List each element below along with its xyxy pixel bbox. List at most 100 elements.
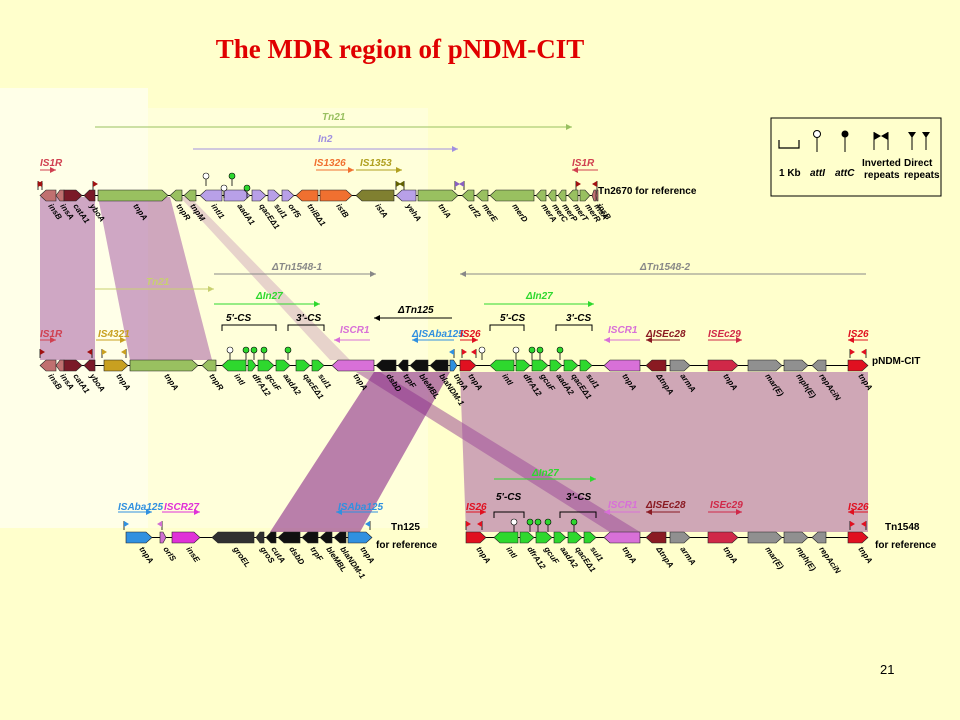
gene-arrow xyxy=(847,359,869,372)
gene-arrow xyxy=(183,189,197,202)
gene-arrow xyxy=(465,531,487,544)
cs-bracket xyxy=(221,324,277,331)
attc-icon xyxy=(841,130,849,138)
gene-label: orIS xyxy=(161,545,178,563)
element-label: ΔTn125 xyxy=(397,305,434,316)
gene-arrow xyxy=(603,359,641,372)
legend-atti-label: attI xyxy=(810,168,825,179)
gene-arrow xyxy=(707,531,739,544)
element-span-head xyxy=(412,337,418,343)
gene-arrow xyxy=(201,359,217,372)
gene-arrow xyxy=(211,531,255,544)
repeat-flag xyxy=(40,349,45,355)
gene-label: groEL xyxy=(231,544,252,569)
gene-arrow xyxy=(355,189,395,202)
element-span-head xyxy=(334,337,340,343)
element-span-head xyxy=(604,509,610,515)
gene-arrow xyxy=(409,359,429,372)
element-span-head xyxy=(646,509,652,515)
gene-arrow xyxy=(449,359,458,372)
gene-arrow xyxy=(265,531,277,544)
gene-label: intI xyxy=(504,545,519,561)
gene-arrow xyxy=(515,359,531,372)
gene-arrow xyxy=(333,531,347,544)
legend-inverted-2: repeats xyxy=(864,170,900,181)
gene-label: tnpA xyxy=(856,545,874,565)
cs-bracket xyxy=(559,511,597,518)
element-label: IS1R xyxy=(572,158,595,169)
gene-arrow xyxy=(567,189,579,202)
repeat-flag xyxy=(102,349,107,355)
repeat-flag xyxy=(861,521,866,527)
legend-direct-2: repeats xyxy=(904,170,940,181)
element-span-head xyxy=(472,337,478,343)
repeat-flag xyxy=(399,181,404,187)
cs-bracket xyxy=(493,511,525,518)
gene-arrow xyxy=(669,359,691,372)
attc-marker xyxy=(284,346,292,354)
gene-arrow xyxy=(267,189,281,202)
element-span-head xyxy=(590,476,596,482)
gene-arrow xyxy=(579,359,593,372)
element-label: ΔIn27 xyxy=(525,291,553,302)
gene-arrow xyxy=(125,531,153,544)
gene-arrow xyxy=(257,359,275,372)
attc-marker xyxy=(242,346,250,354)
repeat-flag xyxy=(576,181,581,187)
element-span-head xyxy=(572,167,578,173)
gene-label: insE xyxy=(184,545,201,565)
gene-arrow xyxy=(63,189,83,202)
gene-arrow xyxy=(169,189,183,202)
gene-arrow xyxy=(783,531,809,544)
atti-marker xyxy=(478,346,486,354)
gene-arrow xyxy=(591,189,597,202)
repeat-flag xyxy=(93,181,98,187)
gene-arrow xyxy=(547,189,557,202)
attc-marker xyxy=(243,184,251,192)
gene-arrow xyxy=(397,359,409,372)
attc-marker xyxy=(260,346,268,354)
gene-label: urf2 xyxy=(466,202,482,220)
element-label: ISCR1 xyxy=(340,325,370,336)
repeat-flag xyxy=(466,521,471,527)
gene-arrow xyxy=(295,359,311,372)
inverted-repeats-icon xyxy=(873,132,889,150)
ribbon-tnp xyxy=(98,197,212,360)
track-name-sub: for reference xyxy=(875,540,937,551)
track-name: pNDM-CIT xyxy=(872,356,920,367)
direct-repeats-icon xyxy=(908,132,930,150)
gene-arrow xyxy=(461,189,475,202)
gene-arrow xyxy=(199,189,223,202)
gene-arrow xyxy=(645,531,667,544)
element-label: ISEc29 xyxy=(710,500,743,511)
gene-arrow xyxy=(247,359,257,372)
attc-marker xyxy=(536,346,544,354)
gene-arrow xyxy=(223,189,251,202)
repeat-flag xyxy=(157,521,162,527)
cs-bracket xyxy=(287,324,325,331)
element-span-head xyxy=(348,167,354,173)
repeat-flag xyxy=(861,349,866,355)
element-span-head xyxy=(146,509,152,515)
gene-label: repAciN xyxy=(817,545,842,575)
element-label: ISAba125 xyxy=(338,502,383,513)
gene-arrow xyxy=(347,531,373,544)
gene-arrow xyxy=(251,189,267,202)
gene-label: armA xyxy=(678,545,697,567)
legend-box xyxy=(770,117,942,197)
gene-arrow xyxy=(563,359,579,372)
element-label: IS26 xyxy=(466,502,487,513)
ribbon-tn1548 xyxy=(460,372,868,532)
element-label: 5'-CS xyxy=(500,313,525,324)
cs-bracket xyxy=(555,324,593,331)
track-name-sub: for reference xyxy=(376,540,438,551)
legend-attc-label: attC xyxy=(835,168,855,179)
element-label: ISEc29 xyxy=(708,329,741,340)
element-span-head xyxy=(314,301,320,307)
gene-arrow xyxy=(475,189,489,202)
element-label: ΔIn27 xyxy=(255,291,283,302)
attc-marker xyxy=(556,346,564,354)
atti-marker xyxy=(510,518,518,526)
